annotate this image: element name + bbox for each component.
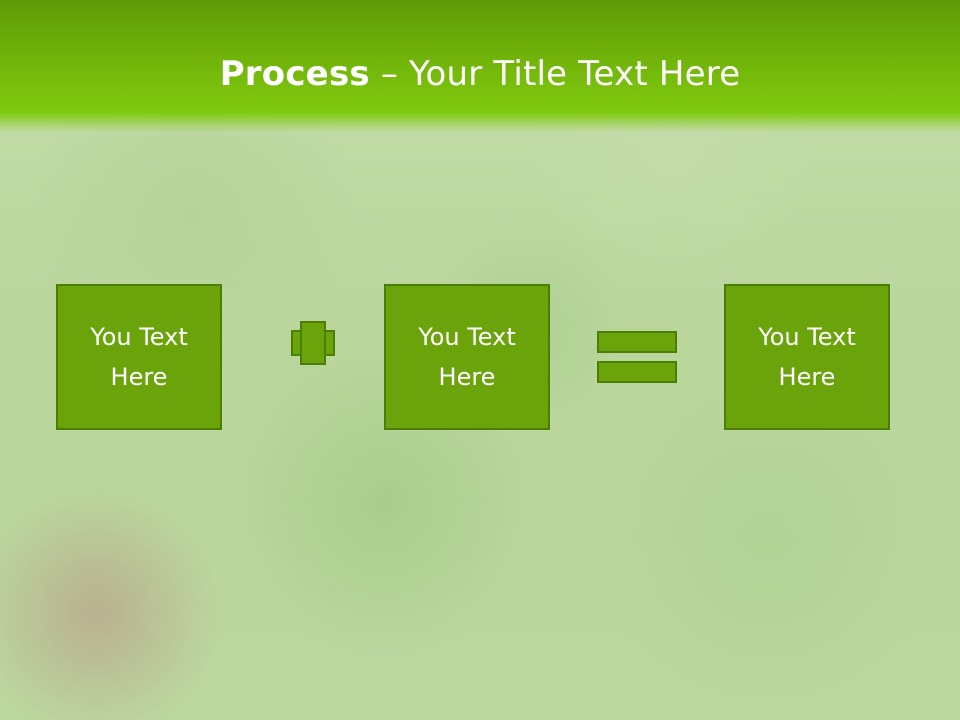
title-banner (0, 0, 960, 132)
title-rest: – Your Title Text Here (369, 54, 741, 94)
slide-title: Process – Your Title Text Here (0, 54, 960, 94)
title-bold: Process (219, 54, 370, 94)
process-box-2: You Text Here (384, 284, 550, 430)
equals-bottom (597, 361, 677, 383)
process-box-3: You Text Here (724, 284, 890, 430)
process-box-1: You Text Here (56, 284, 222, 430)
plus-center (302, 332, 324, 354)
equals-top (597, 331, 677, 353)
